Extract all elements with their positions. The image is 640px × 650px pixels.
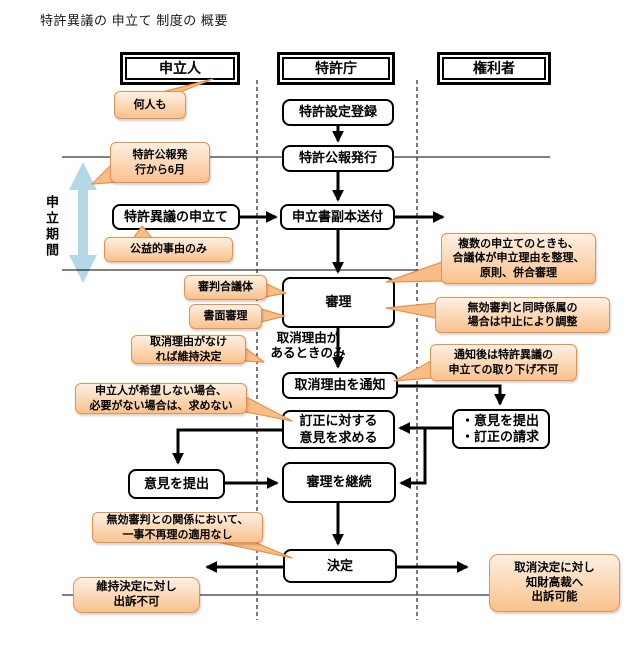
callout-anyone: 何人も	[114, 91, 186, 119]
callout-revoke-appeal: 取消決定に対し 知財高裁へ 出訴可能	[489, 554, 620, 612]
callout-panel: 審判合議体	[184, 275, 267, 300]
flow-box-notice: 取消理由を通知	[282, 372, 398, 399]
tail-no-res-judicata	[211, 540, 293, 559]
callout-multiple-filings: 複数の申立てのときも、 合議体が申立理由を整理、 原則、併合審理	[441, 233, 596, 284]
callout-public-interest: 公益的事由のみ	[104, 237, 233, 262]
opposition-period-label: 申立期間	[44, 195, 59, 259]
flow-box-continue-exam: 審理を継続	[282, 462, 396, 503]
flow-box-opposition: 特許異議の申立て	[112, 204, 240, 230]
page-title: 特許異議の 申立て 制度の 概要	[40, 13, 228, 28]
flow-box-copy-sent: 申立書副本送付	[280, 204, 395, 230]
column-header-petitioner: 申立人	[120, 52, 240, 85]
flow-box-registration: 特許設定登録	[282, 99, 394, 126]
flow-box-gazette: 特許公報発行	[282, 145, 394, 172]
arrow-seek-opinion-to-submit	[172, 428, 282, 465]
flow-box-seek-opinion: 訂正に対する 意見を求める	[282, 410, 395, 449]
tail-written-exam	[260, 308, 286, 323]
flow-box-holder-actions: ・意見を提出 ・訂正の請求	[452, 409, 550, 449]
flow-box-submit-opinion: 意見を提出	[128, 469, 225, 499]
tail-no-withdrawal	[393, 360, 432, 382]
callout-no-res-judicata: 無効審判との関係において、 一事不再理の適用なし	[92, 512, 263, 543]
callout-maintain-if-no-grounds: 取消理由がなけ れば維持決定	[131, 335, 246, 364]
column-header-holder: 権利者	[437, 52, 551, 85]
tail-concurrent	[385, 302, 437, 319]
callout-six-months: 特許公報発 行から6月	[110, 142, 210, 183]
arrow-notice-to-holder-actions	[398, 384, 506, 406]
callout-no-withdrawal: 通知後は特許異議の 申立ての取り下げ不可	[430, 344, 577, 381]
column-header-holder-label: 権利者	[442, 57, 546, 80]
column-header-jpo: 特許庁	[277, 52, 395, 85]
column-header-jpo-label: 特許庁	[282, 57, 390, 80]
period-double-arrow	[69, 162, 97, 283]
callout-maintain-no-appeal: 維持決定に対し 出訴不可	[73, 577, 200, 613]
callout-no-request-if-unwanted: 申立人が希望しない場合、 必要がない場合は、求めない	[75, 383, 247, 414]
arrow-holder-actions-to-continue	[399, 428, 427, 489]
flow-box-examination: 審理	[282, 277, 395, 328]
callout-written-exam: 書面審理	[189, 304, 262, 329]
tail-multiple-filings	[385, 261, 443, 283]
only-when-grounds-label: 取消理由が あるときのみ	[270, 331, 346, 360]
tail-no-request	[245, 396, 293, 422]
column-header-petitioner-label: 申立人	[125, 57, 235, 80]
tail-panel	[264, 282, 287, 298]
flow-box-decision: 決定	[283, 549, 397, 583]
callout-concurrent-invalidation: 無効審判と同時係属の 場合は中止により調整	[435, 297, 610, 333]
